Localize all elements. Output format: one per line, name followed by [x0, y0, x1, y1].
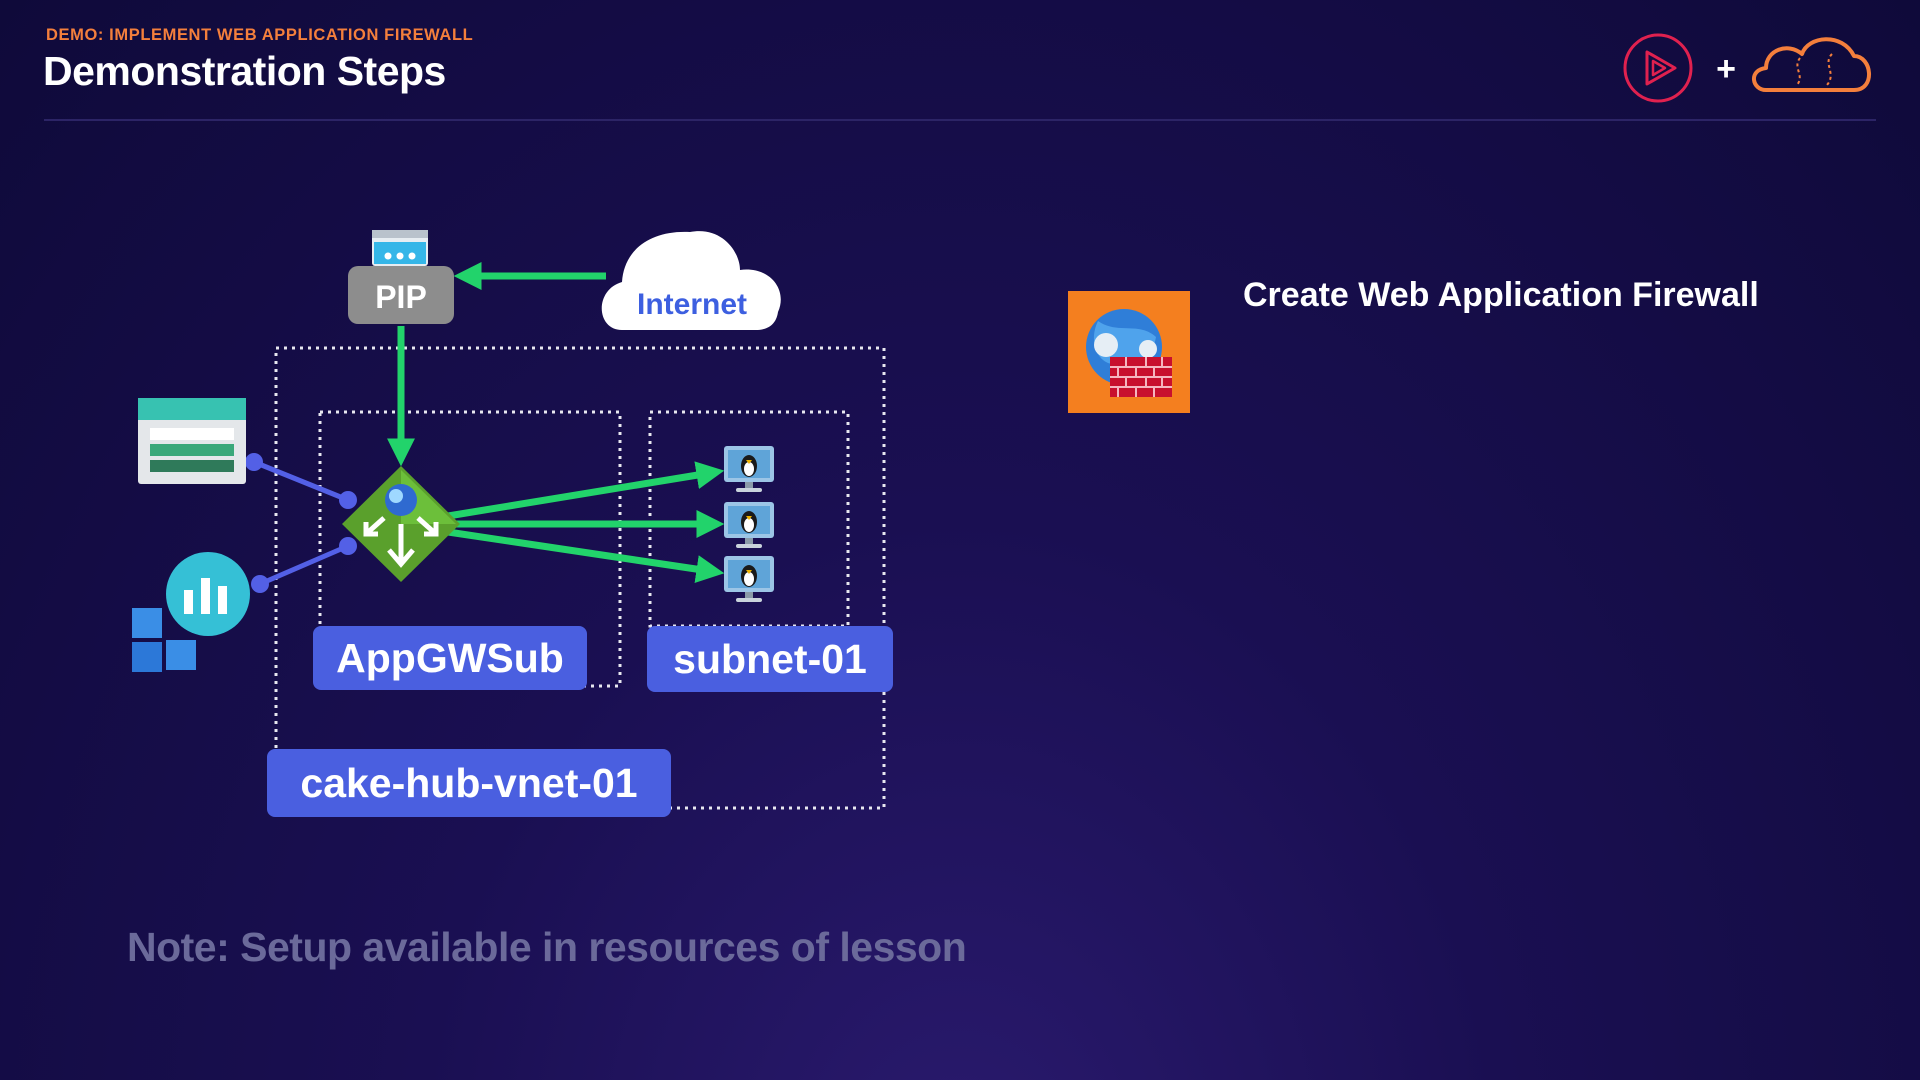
- application-gateway-icon: [342, 466, 460, 582]
- subnet-01-label: subnet-01: [647, 626, 893, 692]
- page-title: Demonstration Steps: [43, 48, 446, 94]
- play-logo-icon: [1623, 33, 1693, 103]
- linux-vm-icon: [724, 502, 774, 548]
- page-eyebrow: DEMO: IMPLEMENT WEB APPLICATION FIREWALL: [46, 26, 474, 44]
- storage-account-icon: [138, 398, 246, 484]
- internet-cloud-icon: [601, 231, 781, 330]
- header-divider: [44, 119, 1876, 121]
- vnet-label: cake-hub-vnet-01: [267, 749, 671, 817]
- appgw-to-vm1-arrow: [447, 461, 725, 520]
- storage-connector: [245, 453, 357, 509]
- linux-vm-icon: [724, 556, 774, 602]
- step-create-waf: Create Web Application Firewall: [1243, 276, 1759, 314]
- log-analytics-icon: [132, 552, 250, 672]
- pip-label: PIP: [375, 279, 427, 315]
- brand-logos: +: [1620, 28, 1880, 108]
- appgw-subnet-boundary: [318, 410, 622, 688]
- appgw-to-vm3-arrow: [447, 528, 725, 583]
- subnet-01-boundary: [648, 410, 850, 628]
- linux-vm-icon: [724, 446, 774, 492]
- internet-label: Internet: [637, 288, 747, 321]
- insights-connector: [251, 537, 357, 593]
- lesson-note: Note: Setup available in resources of le…: [127, 924, 967, 970]
- public-ip-icon: [348, 230, 454, 324]
- logo-plus-sign: +: [1716, 50, 1736, 88]
- web-application-firewall-icon: [1068, 291, 1190, 413]
- vnet-boundary: [274, 346, 886, 810]
- appgw-subnet-label: AppGWSub: [313, 626, 587, 690]
- cloud-logo-icon: [1752, 37, 1871, 92]
